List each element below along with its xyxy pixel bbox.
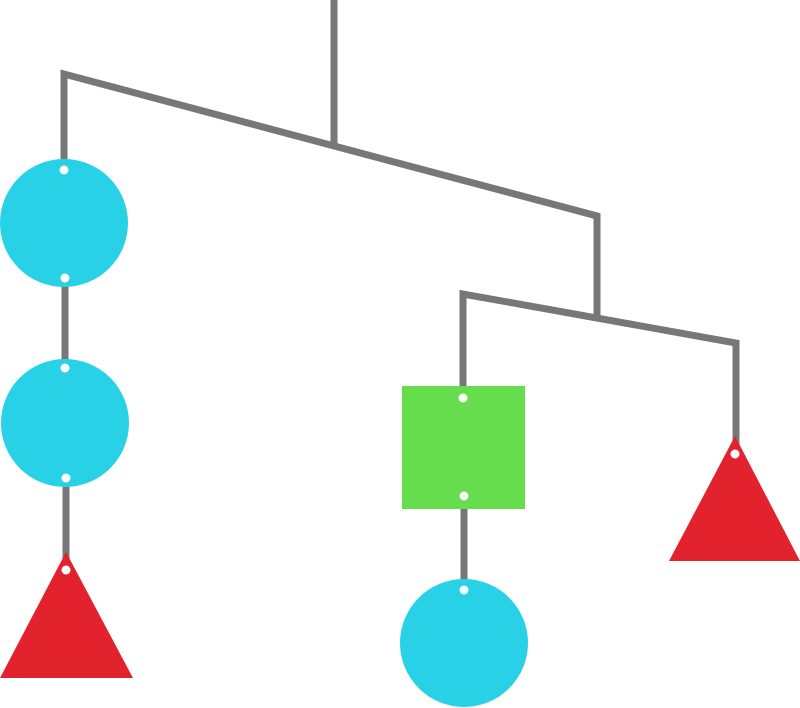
right-triangle — [669, 436, 800, 561]
main-beam — [60, 69, 601, 318]
hole — [60, 363, 70, 373]
sub-beam — [459, 289, 740, 452]
hole — [61, 473, 71, 483]
left-bottom-triangle — [0, 552, 133, 678]
left-top-circle — [0, 159, 128, 287]
hole — [459, 585, 469, 595]
hole — [458, 393, 468, 403]
hole — [61, 565, 71, 575]
hole — [459, 491, 469, 501]
hole — [59, 165, 69, 175]
hole — [60, 273, 70, 283]
left-middle-circle — [1, 359, 129, 487]
middle-bottom-circle — [400, 579, 528, 707]
middle-square — [402, 386, 525, 509]
attachment-holes — [59, 165, 740, 595]
hole — [730, 449, 740, 459]
